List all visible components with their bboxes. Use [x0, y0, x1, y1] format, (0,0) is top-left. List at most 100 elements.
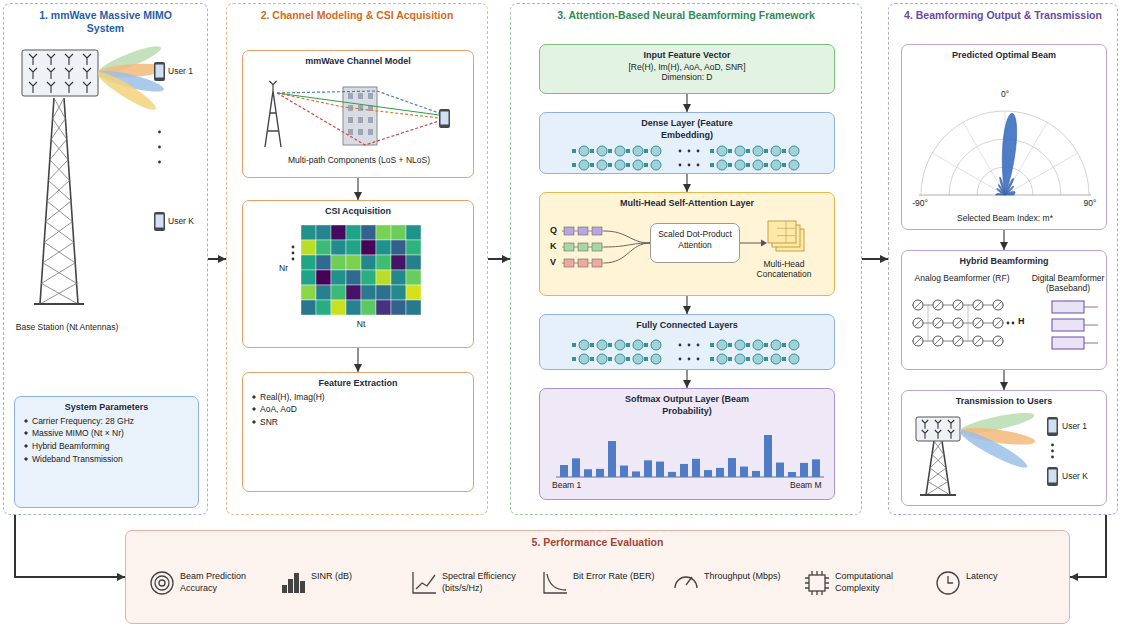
- drawing-part: [391, 225, 406, 240]
- drawing-part: [572, 149, 576, 153]
- drawing-part: [579, 146, 589, 156]
- drawing-part: [928, 305, 968, 341]
- drawing-part: [608, 441, 616, 477]
- drawing-part: [40, 98, 78, 304]
- drawing-part: [391, 255, 406, 270]
- drawing-part: [679, 164, 682, 167]
- evaluation-panel: 5. Performance EvaluationBeam Prediction…: [125, 530, 1070, 624]
- drawing-part: [633, 146, 643, 156]
- drawing-part: [615, 146, 625, 156]
- drawing-part: [933, 318, 943, 328]
- drawing-part: [155, 576, 169, 590]
- drawing-part: [316, 300, 331, 315]
- connector-arrow: [1003, 230, 1004, 250]
- drawing-part: [277, 93, 439, 145]
- drawing-part: [626, 163, 630, 167]
- connector-arrow: [1003, 370, 1004, 390]
- drawing-part: [578, 243, 588, 251]
- drawing-part: [65, 68, 73, 79]
- station-label: Base Station (Nt Antennas): [12, 322, 122, 332]
- drawing-part: [764, 149, 768, 153]
- connector-arrow: [1070, 515, 1106, 577]
- drawing-part: [710, 149, 714, 153]
- drawing-part: [753, 146, 763, 156]
- drawing-part: [656, 462, 664, 477]
- axis-label: Beam M: [790, 480, 822, 490]
- drawing-part: [604, 243, 650, 263]
- illustration: [902, 45, 1108, 231]
- drawing-part: [926, 441, 950, 495]
- drawing-part: [331, 240, 346, 255]
- drawing-part: [579, 340, 589, 350]
- caption-label: Multi-path Components (LoS + NLoS): [259, 155, 459, 165]
- drawing-part: [579, 160, 589, 170]
- drawing-part: [597, 340, 607, 350]
- drawing-part: [993, 300, 1003, 310]
- drawing-part: [789, 340, 799, 350]
- drawing-part: [789, 354, 799, 364]
- drawing-part: [590, 357, 594, 361]
- drawing-part: [973, 318, 983, 328]
- drawing-part: [764, 163, 768, 167]
- input-box: Input Feature Vector[Re(H), Im(H), AoA, …: [539, 44, 835, 94]
- drawing-part: [710, 343, 714, 347]
- drawing-part: [47, 54, 55, 65]
- drawing-part: [764, 435, 772, 477]
- drawing-part: [809, 575, 825, 591]
- drawing-part: [1051, 444, 1054, 447]
- drawing-part: [651, 354, 661, 364]
- drawing-part: [29, 68, 37, 79]
- connector-arrow: [686, 94, 687, 112]
- drawing-part: [651, 340, 661, 350]
- concat-label: Multi-Head Concatenation: [740, 259, 828, 279]
- drawing-part: [47, 82, 55, 93]
- drawing-part: [697, 150, 700, 153]
- panel-title: 5. Performance Evaluation: [133, 536, 1062, 549]
- panel-title: 3. Attention-Based Neural Beamforming Fr…: [518, 9, 854, 22]
- output-panel: 4. Beamforming Output & TransmissionPred…: [888, 3, 1118, 515]
- drawing-part: [376, 240, 391, 255]
- drawing-part: [572, 343, 576, 347]
- network-panel: 3. Attention-Based Neural Beamforming Fr…: [510, 3, 862, 515]
- drawing-part: [331, 300, 346, 315]
- user-label: User 1: [1062, 421, 1087, 431]
- drawing-part: [301, 270, 316, 285]
- drawing-part: [358, 93, 363, 99]
- drawing-part: [316, 225, 331, 240]
- drawing-part: [406, 240, 421, 255]
- drawing-part: [937, 572, 959, 594]
- drawing-part: [761, 240, 767, 247]
- drawing-part: [604, 231, 650, 243]
- drawing-part: [697, 344, 700, 347]
- drawing-part: [265, 91, 281, 147]
- drawing-part: [768, 221, 796, 243]
- drawing-part: [560, 465, 568, 477]
- drawing-part: [590, 343, 594, 347]
- drawing-part: [789, 146, 799, 156]
- drawing-part: [916, 417, 960, 441]
- bullet-item: Wideband Transmission: [22, 454, 191, 465]
- drawing-part: [651, 146, 661, 156]
- drawing-part: [975, 302, 981, 308]
- drawing-part: [1052, 319, 1084, 331]
- bullet-item: Carrier Frequency: 28 GHz: [22, 416, 191, 427]
- drawing-part: [995, 302, 1001, 308]
- drawing-part: [644, 357, 648, 361]
- drawing-part: [679, 344, 682, 347]
- drawing-part: [406, 255, 421, 270]
- metric-label: SINR (dB): [311, 571, 403, 583]
- drawing-part: [348, 129, 353, 135]
- drawing-part: [735, 146, 745, 156]
- attention-op-box: Scaled Dot-Product Attention: [650, 223, 740, 263]
- bullet-item: Massive MIMO (Nt × Nr): [22, 428, 191, 439]
- drawing-part: [626, 357, 630, 361]
- drawing-part: [926, 441, 950, 495]
- drawing-part: [301, 300, 316, 315]
- drawing-part: [346, 225, 361, 240]
- analog-label: Analog Beamformer (RF): [906, 273, 1018, 283]
- connector-arrow: [862, 258, 888, 260]
- box-heading: Softmax Output Layer (Beam Probability): [617, 394, 757, 417]
- drawing-part: [391, 240, 406, 255]
- drawing-part: [1047, 417, 1058, 436]
- drawing-part: [615, 340, 625, 350]
